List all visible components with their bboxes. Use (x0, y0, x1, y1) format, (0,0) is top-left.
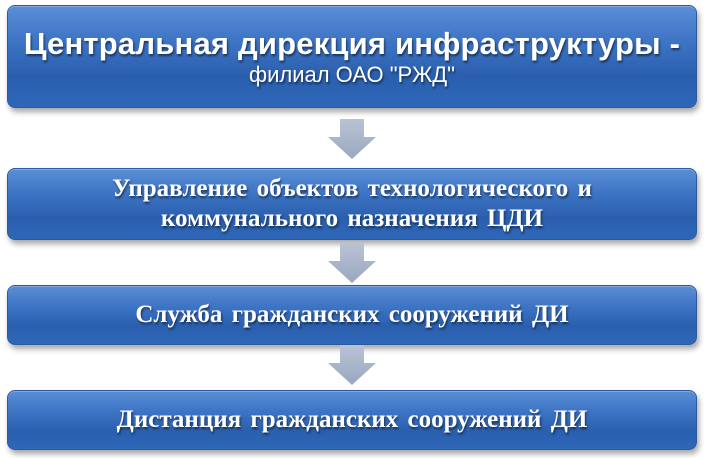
box-subtitle: филиал ОАО "РЖД" (248, 61, 455, 87)
down-arrow-icon (328, 119, 376, 159)
hierarchy-box-service: Служба гражданских сооружений ДИ (7, 285, 697, 345)
box-title-line1: Управление объектов технологического и (112, 175, 592, 202)
box-title: Служба гражданских сооружений ДИ (135, 301, 569, 328)
hierarchy-box-distance: Дистанция гражданских сооружений ДИ (7, 390, 697, 450)
down-arrow-icon (328, 345, 376, 385)
hierarchy-box-central-directorate: Центральная дирекция инфраструктуры - фи… (7, 5, 697, 108)
box-title: Центральная дирекция инфраструктуры - (23, 25, 681, 61)
box-title-line2: коммунального назначения ЦДИ (160, 205, 544, 232)
hierarchy-box-management: Управление объектов технологического и к… (7, 168, 697, 240)
box-title: Дистанция гражданских сооружений ДИ (116, 406, 588, 433)
down-arrow-icon (328, 243, 376, 283)
